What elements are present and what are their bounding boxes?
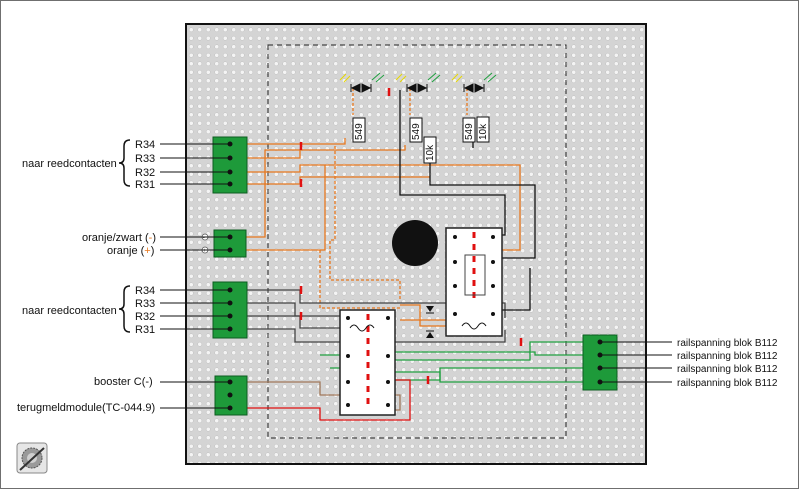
resistor-value: 549: [411, 123, 422, 140]
pin-label: R33: [135, 298, 155, 310]
resistor: 549: [352, 117, 366, 143]
reed-group-1-label: naar reedcontacten: [22, 158, 117, 170]
reed-group-2-pins: R34 R33 R32 R31: [135, 285, 155, 336]
terminal-block-reed-1: [212, 136, 248, 194]
resistor-value: 10k: [478, 123, 489, 140]
enclosure-outline: [267, 44, 567, 439]
app-logo-icon: [16, 442, 48, 474]
pin-label: R32: [135, 167, 155, 179]
led-light-rays: [339, 72, 497, 83]
power-pos-prefix: oranje (: [107, 245, 145, 257]
rail-output-label: railspanning blok B112: [677, 351, 778, 362]
pin-label: R32: [135, 311, 155, 323]
reed-group-2-label: naar reedcontacten: [22, 305, 117, 317]
rail-output-label: railspanning blok B112: [677, 378, 778, 389]
relay-lower: [339, 309, 396, 416]
power-neg-sign: -: [149, 232, 153, 244]
resistor: 549: [462, 117, 476, 143]
resistor-value: 549: [464, 123, 475, 140]
resistor: 10k: [476, 116, 490, 143]
polarity-plus: +: [203, 248, 206, 254]
pin-label: R34: [135, 285, 155, 297]
pin-label: R33: [135, 153, 155, 165]
resistor-value: 10k: [425, 144, 436, 161]
rail-output-label: railspanning blok B112: [677, 364, 778, 375]
resistor: 549: [409, 117, 423, 143]
resistors: 549 549 10k 549 10k: [352, 116, 490, 164]
pin-label: R34: [135, 139, 155, 151]
power-positive-label: oranje (+): [107, 245, 154, 257]
polarity-minus: -: [203, 235, 205, 241]
led-row: [350, 83, 485, 93]
pin-label: R31: [135, 179, 155, 191]
buzzer: [392, 220, 438, 266]
track-cuts: [299, 88, 523, 384]
booster-label: booster C(-): [94, 376, 153, 388]
diode-stack: [426, 306, 434, 338]
power-pos-suffix: ): [151, 245, 155, 257]
resistor-value: 549: [354, 123, 365, 140]
pin-label: R31: [135, 324, 155, 336]
terminal-block-rails: [582, 334, 618, 391]
rail-output-labels: railspanning blok B112 railspanning blok…: [677, 338, 778, 389]
power-negative-label: oranje/zwart (-): [82, 232, 156, 244]
pcb-board: [185, 23, 647, 465]
power-pos-sign: +: [144, 245, 150, 257]
terminal-block-power: [213, 229, 247, 258]
feedback-module-label: terugmeldmodule(TC-044.9): [17, 402, 155, 414]
resistor: 10k: [423, 136, 437, 164]
power-neg-suffix: ): [152, 232, 156, 244]
power-neg-prefix: oranje/zwart (: [82, 232, 149, 244]
relay-upper: [445, 227, 503, 337]
rail-output-label: railspanning blok B112: [677, 338, 778, 349]
reed-group-1-pins: R34 R33 R32 R31: [135, 139, 155, 191]
